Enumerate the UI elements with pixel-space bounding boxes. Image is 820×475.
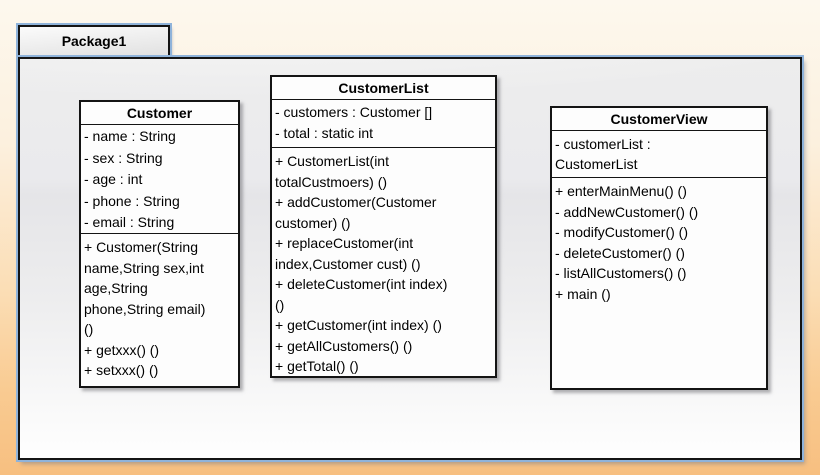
class-attribute: - phone : String xyxy=(84,191,236,213)
class-method: + getCustomer(int index) () xyxy=(275,315,493,336)
class-method: + setxxx() () xyxy=(84,360,236,381)
class-attribute: - sex : String xyxy=(84,148,236,170)
class-method: + getxxx() () xyxy=(84,340,236,361)
class-method: + replaceCustomer(int index,Customer cus… xyxy=(275,233,493,274)
class-method: + main () xyxy=(555,284,764,305)
class-box-customerview[interactable]: CustomerView - customerList : CustomerLi… xyxy=(550,106,768,390)
customerlist-attributes-section: - customers : Customer [] - total : stat… xyxy=(272,100,495,148)
customer-attributes-section: - name : String - sex : String - age : i… xyxy=(81,125,238,234)
class-method: - deleteCustomer() () xyxy=(555,243,764,264)
class-attribute: - customers : Customer [] xyxy=(275,102,493,123)
class-method: - modifyCustomer() () xyxy=(555,222,764,243)
class-method: + addCustomer(Customer customer) () xyxy=(275,192,493,233)
class-method: - listAllCustomers() () xyxy=(555,263,764,284)
class-attribute: - email : String xyxy=(84,212,236,234)
class-method: + enterMainMenu() () xyxy=(555,181,764,202)
customer-methods-section: + Customer(String name,String sex,int ag… xyxy=(81,234,238,381)
class-method: + getAllCustomers() () xyxy=(275,336,493,357)
class-method: + CustomerList(int totalCustmoers) () xyxy=(275,151,493,192)
class-title-customerlist: CustomerList xyxy=(272,77,495,100)
customerview-attributes-section: - customerList : CustomerList xyxy=(552,131,766,178)
class-title-customer: Customer xyxy=(81,102,238,125)
class-method: + getTotal() () xyxy=(275,356,493,377)
class-attribute: - total : static int xyxy=(275,123,493,144)
class-attribute: - age : int xyxy=(84,169,236,191)
class-method: - addNewCustomer() () xyxy=(555,202,764,223)
class-title-customerview: CustomerView xyxy=(552,108,766,131)
package-name: Package1 xyxy=(62,33,127,49)
class-attribute: - name : String xyxy=(84,126,236,148)
customerview-methods-section: + enterMainMenu() () - addNewCustomer() … xyxy=(552,178,766,304)
class-method: + Customer(String name,String sex,int ag… xyxy=(84,237,236,340)
class-attribute: - customerList : CustomerList xyxy=(555,134,764,174)
class-box-customer[interactable]: Customer - name : String - sex : String … xyxy=(79,100,240,388)
package-tab[interactable]: Package1 xyxy=(18,25,170,59)
class-box-customerlist[interactable]: CustomerList - customers : Customer [] -… xyxy=(270,75,497,378)
customerlist-methods-section: + CustomerList(int totalCustmoers) () + … xyxy=(272,148,495,377)
class-method: + deleteCustomer(int index) () xyxy=(275,274,493,315)
